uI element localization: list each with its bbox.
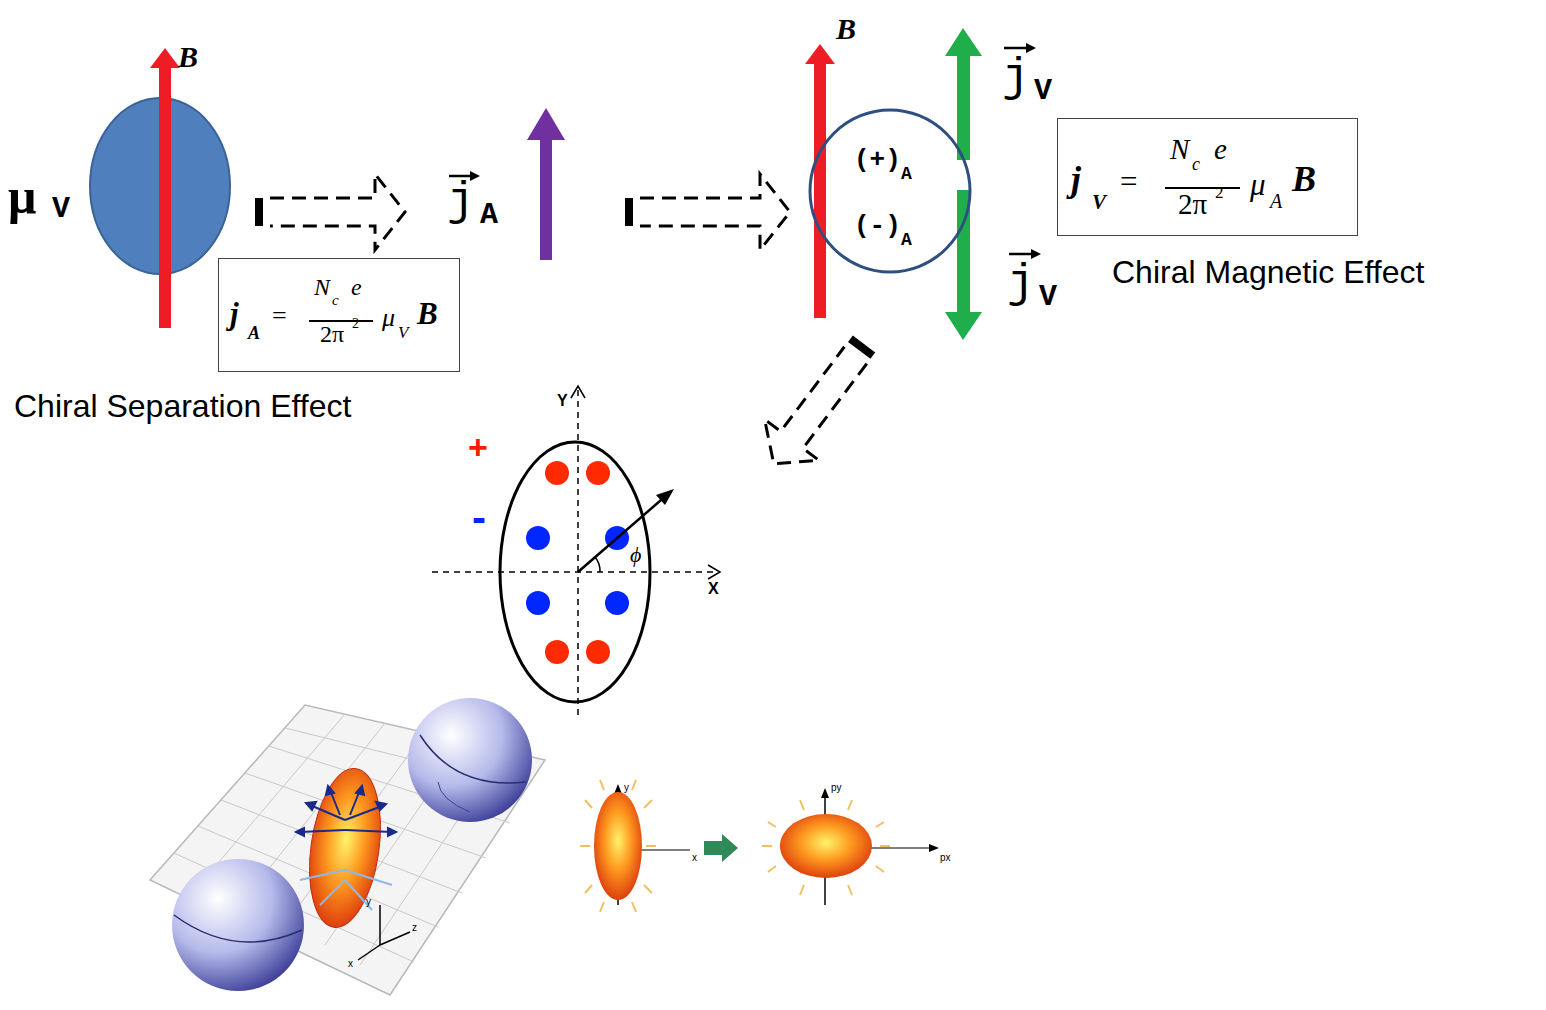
arrow-head	[656, 489, 674, 505]
momentum-anisotropy-sketch	[762, 788, 939, 905]
formula-term: V	[398, 323, 408, 343]
field-label: B	[836, 12, 856, 47]
arrow-tail	[255, 198, 263, 226]
current-symbol: j	[447, 176, 475, 229]
formula-term: c	[1192, 154, 1200, 175]
formula-term: 2π	[1178, 188, 1207, 221]
subscript: V	[1039, 280, 1057, 315]
formula-box: jV = Nce2π 2 μAB	[1057, 118, 1358, 236]
formula-term: N	[1170, 133, 1189, 166]
b-field-arrow	[159, 66, 171, 328]
arrow-head	[805, 44, 835, 64]
formula-term: 2	[352, 316, 359, 332]
arrow-head	[945, 28, 982, 56]
arrow-head	[571, 386, 585, 398]
charge-sign: +	[468, 428, 488, 467]
formula-term: 2π	[320, 321, 344, 349]
dashed-arrow	[270, 174, 405, 250]
axis-label: x	[348, 958, 353, 970]
current-symbol: j	[1002, 52, 1030, 105]
circle-outline	[808, 108, 972, 274]
formula-term: c	[332, 292, 339, 309]
arrow-tail	[625, 198, 633, 226]
subscript: A	[480, 198, 498, 233]
dashed-arrow	[747, 324, 892, 485]
formula-term: j	[230, 296, 239, 332]
chirality-label: (-)	[854, 212, 901, 242]
x-axis	[432, 571, 718, 573]
formula-term: =	[1120, 164, 1137, 200]
subscript: V	[52, 192, 70, 227]
arrow-head	[945, 312, 982, 340]
axis-label: z	[412, 922, 417, 934]
vector-mark	[1026, 43, 1036, 53]
positive-charge	[545, 461, 569, 485]
arrow-head	[527, 108, 565, 140]
collision-sketch	[150, 698, 545, 995]
formula-term: e	[351, 274, 362, 302]
arrow-head	[150, 48, 180, 68]
axis-label: px	[940, 852, 951, 864]
axial-current-arrow	[540, 136, 552, 260]
chirality-label: (+)	[854, 146, 901, 176]
axis-label: X	[708, 580, 719, 598]
formula-term: V	[1092, 190, 1106, 214]
positive-charge	[545, 640, 569, 664]
chirality-circle: (+)A(-)A	[808, 108, 972, 274]
positive-charge	[586, 461, 610, 485]
axis-label: y	[624, 782, 629, 794]
axis-label: Y	[557, 392, 568, 410]
charge-sign: -	[472, 494, 486, 542]
angle-arc	[595, 557, 600, 572]
formula-term: μ	[1250, 167, 1266, 203]
chirality-label: A	[901, 164, 912, 185]
negative-charge	[526, 591, 550, 615]
formula-term: A	[248, 323, 260, 344]
y-axis	[577, 388, 579, 715]
symbol-mu: μ	[8, 168, 36, 226]
arrow-head	[708, 565, 720, 579]
fireball-outline	[500, 442, 650, 702]
dashed-arrow	[640, 174, 790, 250]
formula-term: B	[1292, 159, 1316, 200]
formula-term: 2	[1215, 183, 1224, 203]
negative-charge	[526, 526, 550, 550]
azimuth-arrow	[578, 494, 668, 572]
chirality-label: A	[901, 230, 912, 251]
formula-box: jA = Nce2π 2 μVB	[218, 258, 460, 372]
vector-mark	[1031, 249, 1041, 259]
b-field-arrow	[814, 62, 826, 318]
formula-term: j	[1071, 159, 1081, 200]
formula-term: =	[272, 301, 287, 331]
effect-caption: Chiral Separation Effect	[14, 388, 351, 425]
formula-term: N	[314, 274, 330, 302]
spatial-anisotropy-sketch	[580, 780, 738, 912]
axis-label: y	[366, 896, 371, 908]
formula-term: e	[1214, 133, 1227, 166]
field-label: B	[178, 40, 198, 75]
formula-term: A	[1270, 190, 1282, 213]
current-symbol: j	[1007, 258, 1035, 311]
positive-charge	[586, 640, 610, 664]
angle-label: ϕ	[630, 542, 641, 567]
vector-current-arrow	[957, 52, 970, 160]
axis-label: py	[831, 782, 842, 794]
formula-term: μ	[382, 303, 395, 333]
formula-term: B	[417, 296, 438, 332]
negative-charge	[605, 591, 629, 615]
subscript: V	[1034, 74, 1052, 109]
effect-caption: Chiral Magnetic Effect	[1112, 254, 1424, 291]
axis-label: x	[692, 852, 697, 864]
